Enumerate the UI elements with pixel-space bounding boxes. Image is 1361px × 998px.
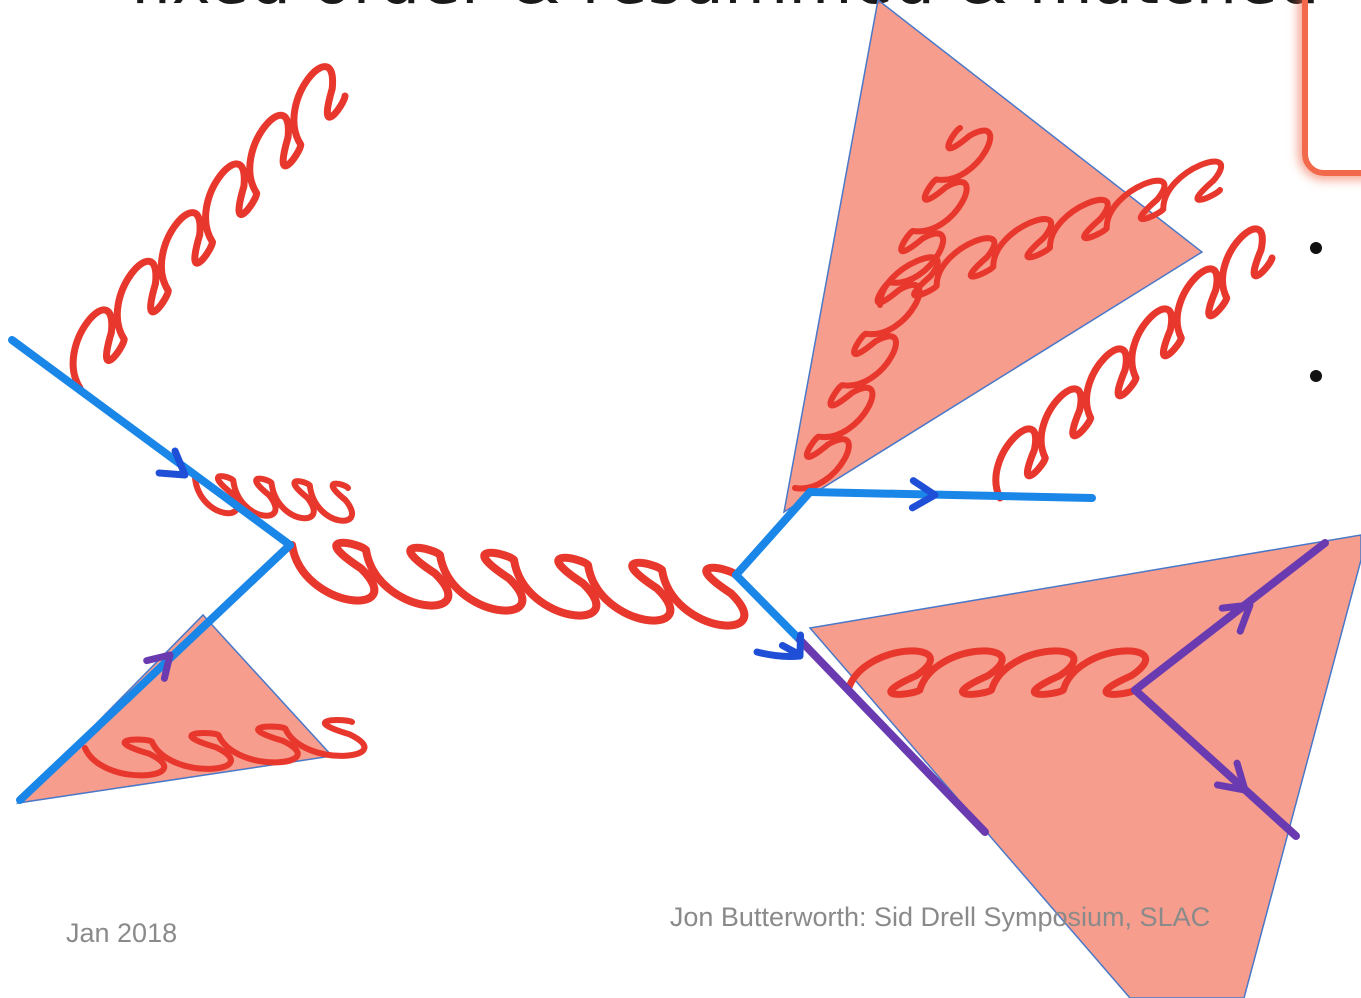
bullet-icon — [1310, 242, 1322, 254]
arrow-icon — [143, 651, 174, 682]
quark-line — [1131, 539, 1329, 694]
gluon-line — [82, 717, 368, 779]
arrow-icon — [778, 631, 805, 659]
gluon-line — [792, 125, 994, 492]
arrow-icon — [753, 648, 804, 660]
quark-line — [796, 636, 989, 836]
footer-date: Jan 2018 — [66, 918, 178, 948]
arrow-icon — [1218, 601, 1254, 635]
quark-line — [1131, 686, 1300, 840]
jet-cone — [808, 534, 1361, 998]
arrow-icon — [908, 477, 939, 512]
quark-line — [732, 571, 804, 644]
quark-line — [8, 336, 294, 549]
quark-line — [806, 488, 1096, 502]
slide-title: fixed order & resummed & matched — [130, 0, 1320, 19]
gluon-line — [288, 538, 749, 630]
footer-credit: Jon Butterworth: Sid Drell Symposium, SL… — [669, 902, 1211, 932]
thumbnail-image — [1302, 0, 1361, 176]
arrow-icon — [155, 447, 189, 479]
gluon-line — [844, 647, 1150, 698]
jet-cone — [15, 613, 334, 805]
gluon-line — [69, 63, 349, 392]
bullet-icon — [1310, 370, 1322, 382]
gluon-line — [192, 473, 355, 524]
quark-line — [196, 541, 294, 634]
arrow-icon — [1213, 759, 1249, 794]
quark-line — [732, 488, 814, 579]
gluon-line — [992, 225, 1276, 502]
gluon-line — [876, 158, 1224, 308]
